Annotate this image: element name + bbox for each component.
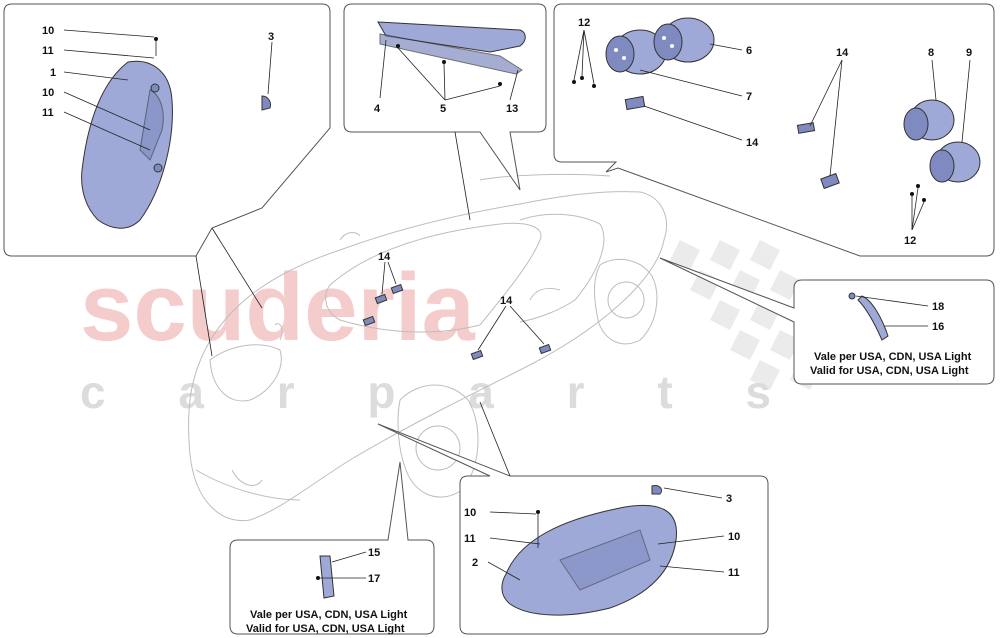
- rr-label-16: 16: [932, 321, 944, 333]
- reflector-part: [857, 295, 889, 341]
- sm-note-en: Valid for USA, CDN, USA Light: [246, 623, 405, 635]
- tl-label-11a: 11: [42, 45, 54, 57]
- rr-note-it: Vale per USA, CDN, USA Light: [814, 351, 972, 363]
- bl-label-5: 5: [440, 103, 446, 115]
- brake-light-part: [377, 21, 526, 53]
- bp-label-8: 8: [928, 47, 934, 59]
- hl-label-10a: 10: [464, 507, 476, 519]
- callout-tail-light: [3, 3, 331, 357]
- tl-label-10a: 10: [42, 25, 54, 37]
- side-marker-part: [319, 555, 335, 599]
- hl-label-11b: 11: [728, 567, 740, 579]
- hl-label-11a: 11: [464, 533, 476, 545]
- bl-label-13: 13: [506, 103, 518, 115]
- car-label-14a: 14: [378, 251, 391, 263]
- bulb-part-7: [605, 29, 667, 75]
- sm-note-it: Vale per USA, CDN, USA Light: [250, 609, 408, 621]
- checkered-flag-watermark: [670, 240, 820, 390]
- bulb-part-9: [929, 141, 981, 183]
- hl-label-10b: 10: [728, 531, 740, 543]
- bp-label-7: 7: [746, 91, 752, 103]
- bulb-part-6: [653, 17, 715, 63]
- bp-label-14a: 14: [746, 137, 759, 149]
- tl-label-10b: 10: [42, 87, 54, 99]
- bp-label-6: 6: [746, 45, 752, 57]
- hl-label-3: 3: [726, 493, 732, 505]
- bp-label-9: 9: [966, 47, 972, 59]
- callout-headlight: [377, 401, 769, 635]
- car-marker-parts: [362, 261, 552, 361]
- rr-note-en: Valid for USA, CDN, USA Light: [810, 365, 969, 377]
- hl-label-2: 2: [472, 557, 478, 569]
- sm-label-17: 17: [368, 573, 380, 585]
- car-label-14b: 14: [500, 295, 513, 307]
- car-outline: [188, 173, 668, 522]
- callout-rear-reflector: [659, 257, 995, 385]
- bl-label-4: 4: [374, 103, 381, 115]
- tl-label-11b: 11: [42, 107, 54, 119]
- bp-label-12a: 12: [578, 17, 590, 29]
- tl-label-3: 3: [268, 31, 274, 43]
- bp-label-12b: 12: [904, 235, 916, 247]
- watermark-brand: scuderia: [80, 254, 475, 361]
- rr-label-18: 18: [932, 301, 944, 313]
- bulb-part-8: [903, 99, 955, 141]
- tl-label-1: 1: [50, 67, 56, 79]
- callout-bulbs-panel: [553, 3, 995, 257]
- callout-third-brake-light: [343, 3, 547, 221]
- bp-label-14b: 14: [836, 47, 849, 59]
- callout-side-marker: [229, 461, 435, 635]
- sm-label-15: 15: [368, 547, 380, 559]
